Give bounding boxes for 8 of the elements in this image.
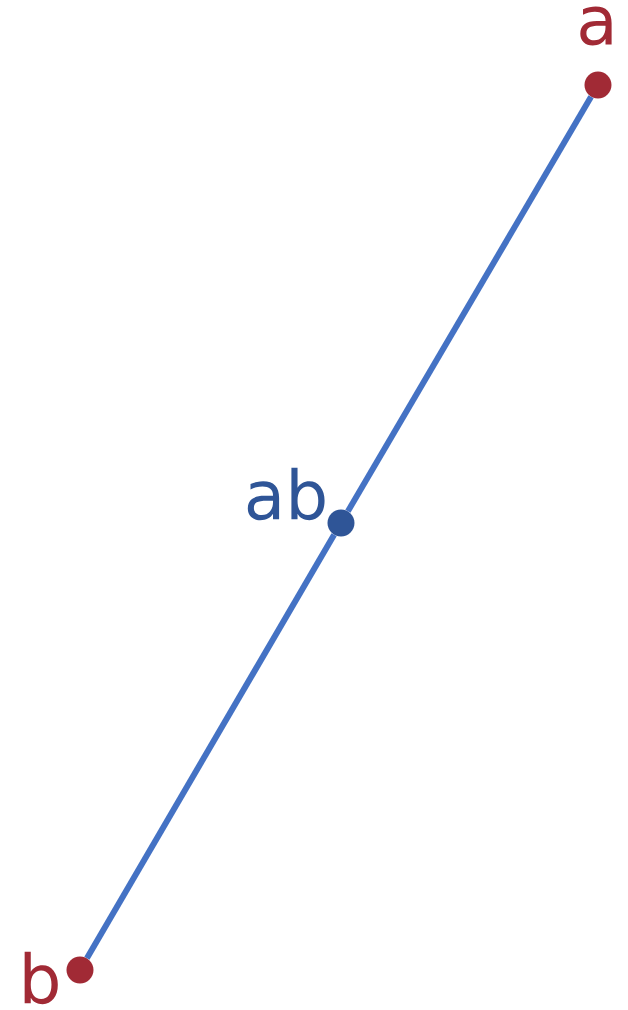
line-segment	[345, 95, 594, 513]
point-label: ab	[247, 467, 325, 521]
point-dot	[327, 509, 355, 537]
point-label: a	[580, 6, 612, 46]
point-dot	[66, 956, 94, 984]
line-segment	[84, 533, 337, 960]
point-dot	[584, 71, 612, 99]
point-label: b	[24, 951, 58, 1005]
